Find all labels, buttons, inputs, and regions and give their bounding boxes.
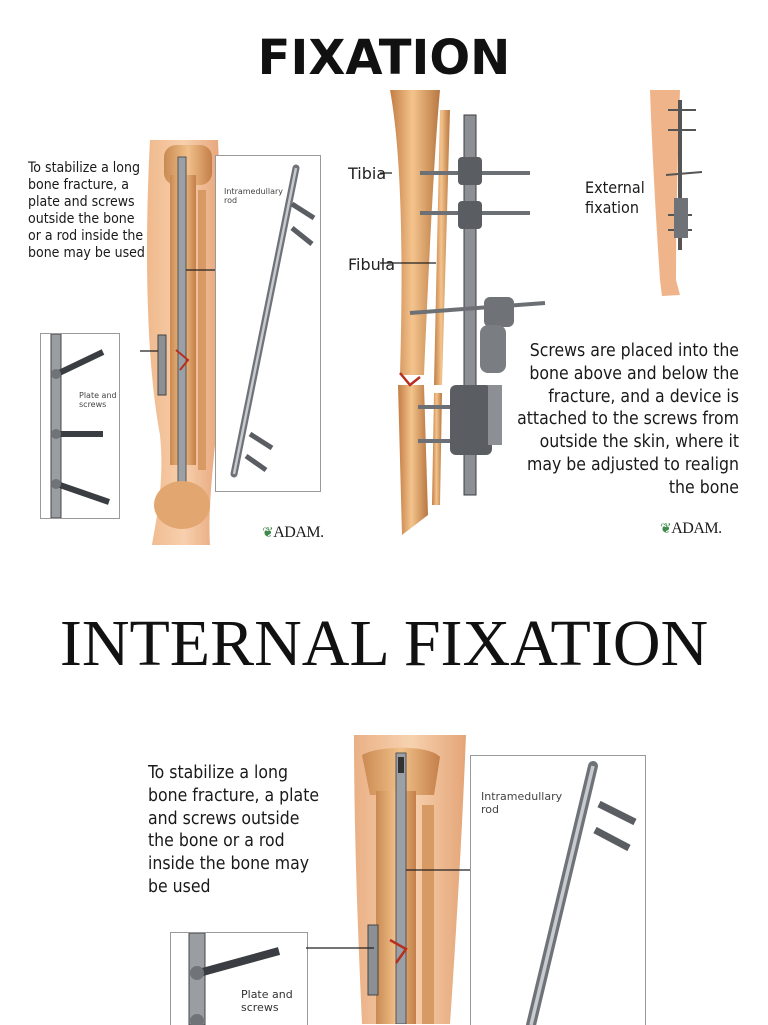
screw-icon — [244, 201, 316, 473]
plate-pointer-line — [306, 947, 374, 949]
leg-external-fixation-illustration — [650, 90, 703, 296]
leaf-icon: ❦ — [660, 522, 672, 537]
rod-label: Intramedullary rod — [224, 187, 283, 205]
intramedullary-rod-drawing-large — [526, 761, 637, 1025]
plate-and-screws-inset-large: Plate and screws — [170, 932, 308, 1025]
fibula-label: Fibula — [348, 255, 396, 274]
intramedullary-rod-drawing — [230, 164, 316, 478]
leaf-icon: ❦ — [262, 526, 274, 541]
adam-watermark-left: ❦ADAM. — [262, 524, 324, 541]
intramedullary-rod-inset-large: Intramedullary rod — [470, 755, 646, 1025]
plate-and-screws-inset: Plate and screws — [40, 333, 120, 519]
slide-title-internal-fixation: INTERNAL FIXATION — [59, 607, 709, 680]
tibia-label: Tibia — [348, 164, 387, 183]
external-fixation-caption: Screws are placed into the bone above an… — [517, 341, 739, 498]
rod-label-large: Intramedullary rod — [481, 790, 563, 817]
plate-label-large: Plate and screws — [241, 988, 293, 1015]
internal-fixation-caption: To stabilize a long bone fracture, a pla… — [28, 160, 145, 262]
external-fixation-label: External fixation — [585, 178, 645, 217]
internal-fixation-caption-large: To stabilize a long bone fracture, a pla… — [148, 763, 320, 897]
plate-drawing — [50, 334, 110, 518]
adam-watermark-right: ❦ADAM. — [660, 520, 722, 537]
external-fixator-illustration — [380, 90, 546, 535]
plate-drawing-large — [188, 933, 281, 1025]
leg-internal-fixation-illustration — [140, 140, 221, 545]
screw-icon — [593, 800, 637, 852]
slide-title-fixation: FIXATION — [257, 30, 511, 86]
leg-internal-fixation-illustration-large — [354, 735, 470, 1024]
plate-label: Plate and screws — [79, 391, 117, 409]
intramedullary-rod-inset: Intramedullary rod — [215, 155, 321, 492]
